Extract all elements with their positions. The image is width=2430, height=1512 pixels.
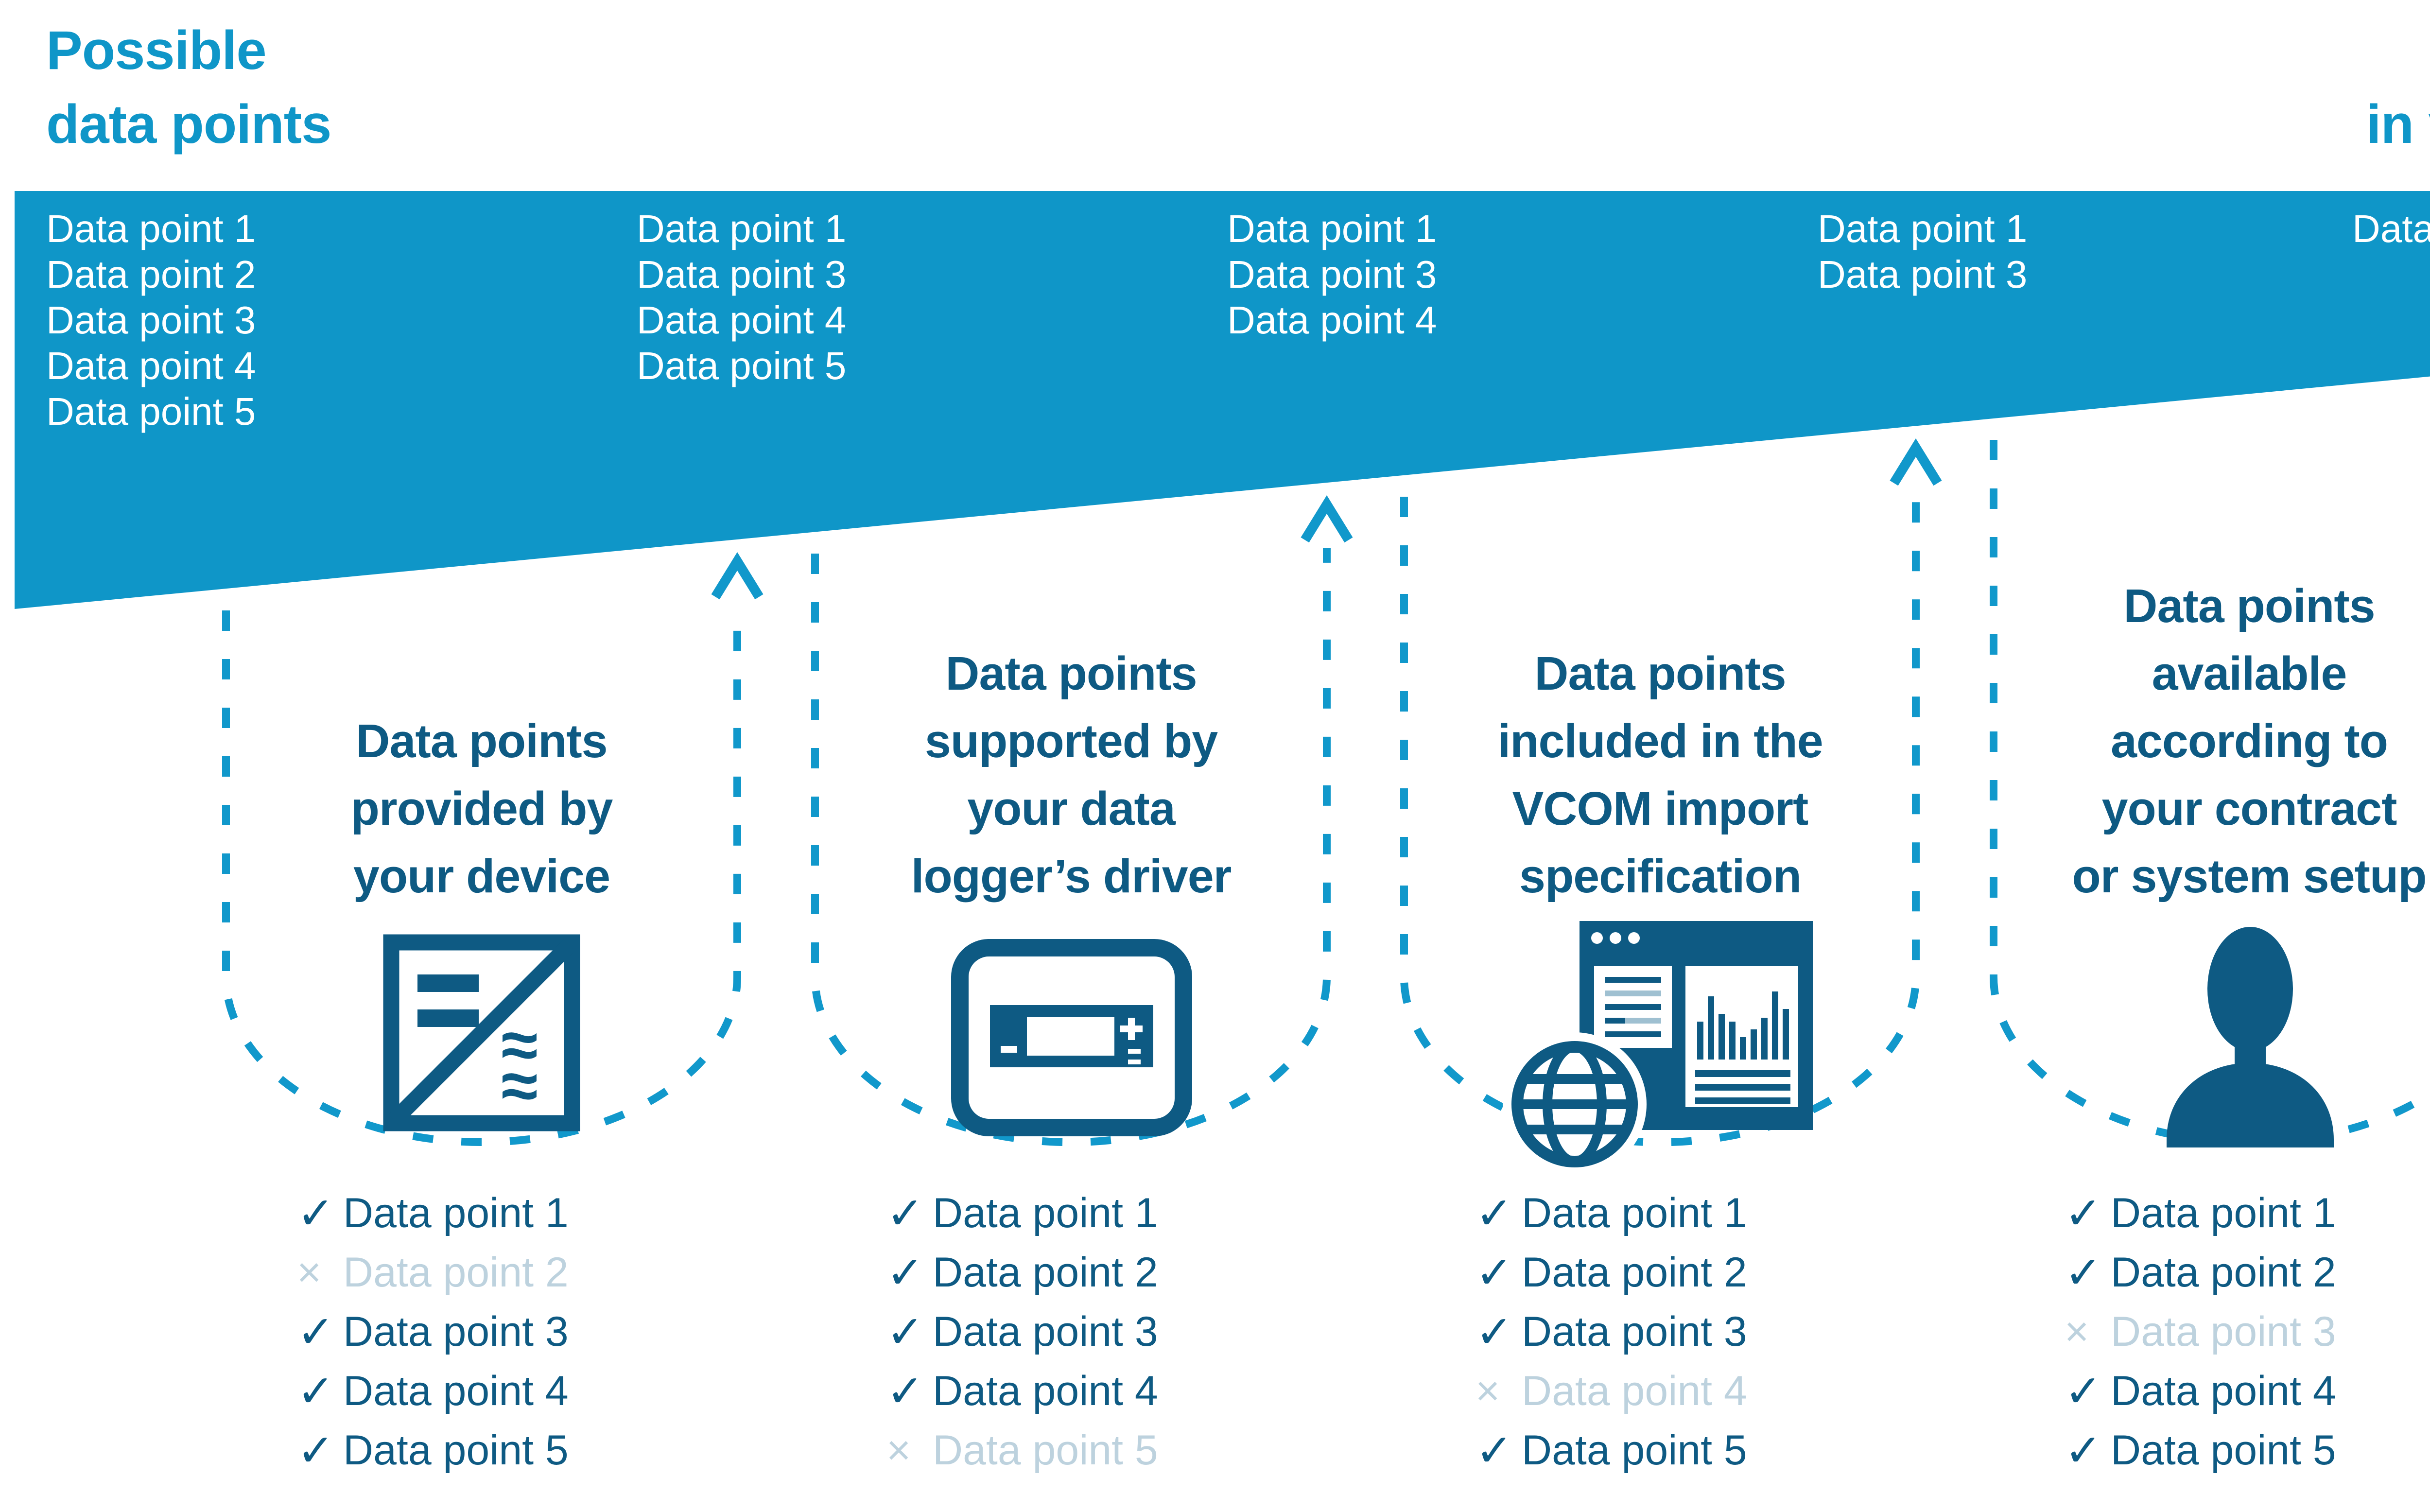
check-icon: ✓ (1475, 1307, 1513, 1357)
result-label: Data point 5 (343, 1426, 569, 1474)
funnel-1-label: Data points provided by your device (350, 714, 613, 903)
banner-item: Data point 1 (637, 207, 847, 250)
result-label: Data point 1 (1522, 1189, 1747, 1236)
banner-item: Data point 5 (46, 390, 256, 433)
result-row: ✓ Data point 1 (886, 1183, 1285, 1243)
check-icon: ✓ (1475, 1425, 1513, 1476)
banner-item: Data point 1 (1227, 207, 1437, 250)
data-logger-icon (951, 939, 1192, 1136)
svg-text:≈: ≈ (501, 1048, 538, 1123)
cross-icon: × (886, 1426, 911, 1474)
inverter-icon: ≈ ≈ (383, 934, 580, 1131)
result-row: ✓ Data point 1 (1475, 1183, 1874, 1243)
banner-item: Data point 3 (637, 253, 847, 296)
result-label: Data point 2 (933, 1249, 1158, 1296)
result-label: Data point 4 (933, 1367, 1158, 1414)
check-icon: ✓ (2065, 1248, 2102, 1298)
banner-arrow-shape (15, 191, 2430, 609)
result-row: ✓ Data point 5 (2065, 1421, 2430, 1480)
result-row: ✓ Data point 2 (2065, 1243, 2430, 1302)
result-label: Data point 2 (343, 1249, 569, 1296)
check-icon: ✓ (886, 1366, 924, 1416)
cross-icon: × (1475, 1367, 1500, 1414)
user-icon (2167, 927, 2334, 1147)
check-icon: ✓ (1475, 1188, 1513, 1238)
result-label: Data point 4 (2111, 1367, 2336, 1414)
cross-icon: × (2065, 1308, 2089, 1355)
result-label: Data point 3 (1522, 1308, 1747, 1355)
result-row: ✓ Data point 3 (1475, 1302, 1874, 1361)
banner-column-2: Data point 1 Data point 3 Data point 4 D… (637, 206, 846, 389)
result-row: ✓ Data point 3 (886, 1302, 1285, 1361)
result-label: Data point 3 (343, 1308, 569, 1355)
banner-item: Data point 3 (1227, 253, 1437, 296)
banner-item: Data point 5 (637, 344, 847, 387)
result-list-1: ✓ Data point 1 × Data point 2 ✓ Data poi… (297, 1183, 695, 1480)
banner-column-5: Data point 1 (2352, 206, 2430, 252)
result-row: × Data point 2 (297, 1243, 695, 1302)
result-label: Data point 2 (1522, 1249, 1747, 1296)
banner-column-4: Data point 1 Data point 3 (1818, 206, 2027, 297)
funnel-4-label: Data points available according to your … (2072, 579, 2427, 903)
banner-item: Data point 1 (1818, 207, 2028, 250)
check-icon: ✓ (886, 1307, 924, 1357)
result-label: Data point 5 (933, 1426, 1158, 1474)
result-label: Data point 4 (1522, 1367, 1747, 1414)
banner-column-3: Data point 1 Data point 3 Data point 4 (1227, 206, 1437, 343)
result-row: ✓ Data point 5 (297, 1421, 695, 1480)
banner-item: Data point 4 (637, 298, 847, 342)
result-row: ✓ Data point 2 (1475, 1243, 1874, 1302)
banner-item: Data point 3 (1818, 253, 2028, 296)
result-label: Data point 3 (933, 1308, 1158, 1355)
result-row: × Data point 4 (1475, 1361, 1874, 1421)
svg-text:≈: ≈ (501, 1008, 538, 1082)
heading-possible-data-points: Possible data points (46, 20, 331, 155)
result-row: ✓ Data point 5 (1475, 1421, 1874, 1480)
result-row: ✓ Data point 4 (886, 1361, 1285, 1421)
banner-item: Data point 2 (46, 253, 256, 296)
result-row: × Data point 3 (2065, 1302, 2430, 1361)
result-label: Data point 4 (343, 1367, 569, 1414)
result-row: ✓ Data point 1 (297, 1183, 695, 1243)
result-label: Data point 1 (933, 1189, 1158, 1236)
result-label: Data point 1 (2111, 1189, 2336, 1236)
banner-item: Data point 1 (2352, 207, 2430, 250)
funnel-3-label: Data points included in the VCOM import … (1497, 647, 1823, 903)
result-row: ✓ Data point 1 (2065, 1183, 2430, 1243)
banner-item: Data point 4 (46, 344, 256, 387)
result-list-3: ✓ Data point 1 ✓ Data point 2 ✓ Data poi… (1475, 1183, 1874, 1480)
check-icon: ✓ (2065, 1425, 2102, 1476)
check-icon: ✓ (297, 1307, 335, 1357)
result-row: ✓ Data point 3 (297, 1302, 695, 1361)
result-label: Data point 2 (2111, 1249, 2336, 1296)
banner-arrow (15, 191, 2430, 609)
heading-data-points-in-vcom: Data points in your VCOM (2366, 20, 2430, 155)
check-icon: ✓ (1475, 1248, 1513, 1298)
result-list-2: ✓ Data point 1 ✓ Data point 2 ✓ Data poi… (886, 1183, 1285, 1480)
check-icon: ✓ (297, 1425, 335, 1476)
result-label: Data point 3 (2111, 1308, 2336, 1355)
result-label: Data point 5 (2111, 1426, 2336, 1474)
result-row: ✓ Data point 2 (886, 1243, 1285, 1302)
check-icon: ✓ (297, 1188, 335, 1238)
vcom-browser-icon (1503, 921, 1813, 1171)
result-row: ✓ Data point 4 (2065, 1361, 2430, 1421)
check-icon: ✓ (886, 1188, 924, 1238)
check-icon: ✓ (2065, 1188, 2102, 1238)
result-label: Data point 1 (343, 1189, 569, 1236)
check-icon: ✓ (297, 1366, 335, 1416)
funnel-2-label: Data points supported by your data logge… (911, 647, 1232, 903)
banner-item: Data point 3 (46, 298, 256, 342)
banner-column-1: Data point 1 Data point 2 Data point 3 D… (46, 206, 256, 434)
result-row: ✓ Data point 4 (297, 1361, 695, 1421)
banner-item: Data point 4 (1227, 298, 1437, 342)
check-icon: ✓ (886, 1248, 924, 1298)
result-label: Data point 5 (1522, 1426, 1747, 1474)
cross-icon: × (297, 1249, 322, 1296)
check-icon: ✓ (2065, 1366, 2102, 1416)
result-row: × Data point 5 (886, 1421, 1285, 1480)
banner-item: Data point 1 (46, 207, 256, 250)
result-list-4: ✓ Data point 1 ✓ Data point 2 × Data poi… (2065, 1183, 2430, 1480)
